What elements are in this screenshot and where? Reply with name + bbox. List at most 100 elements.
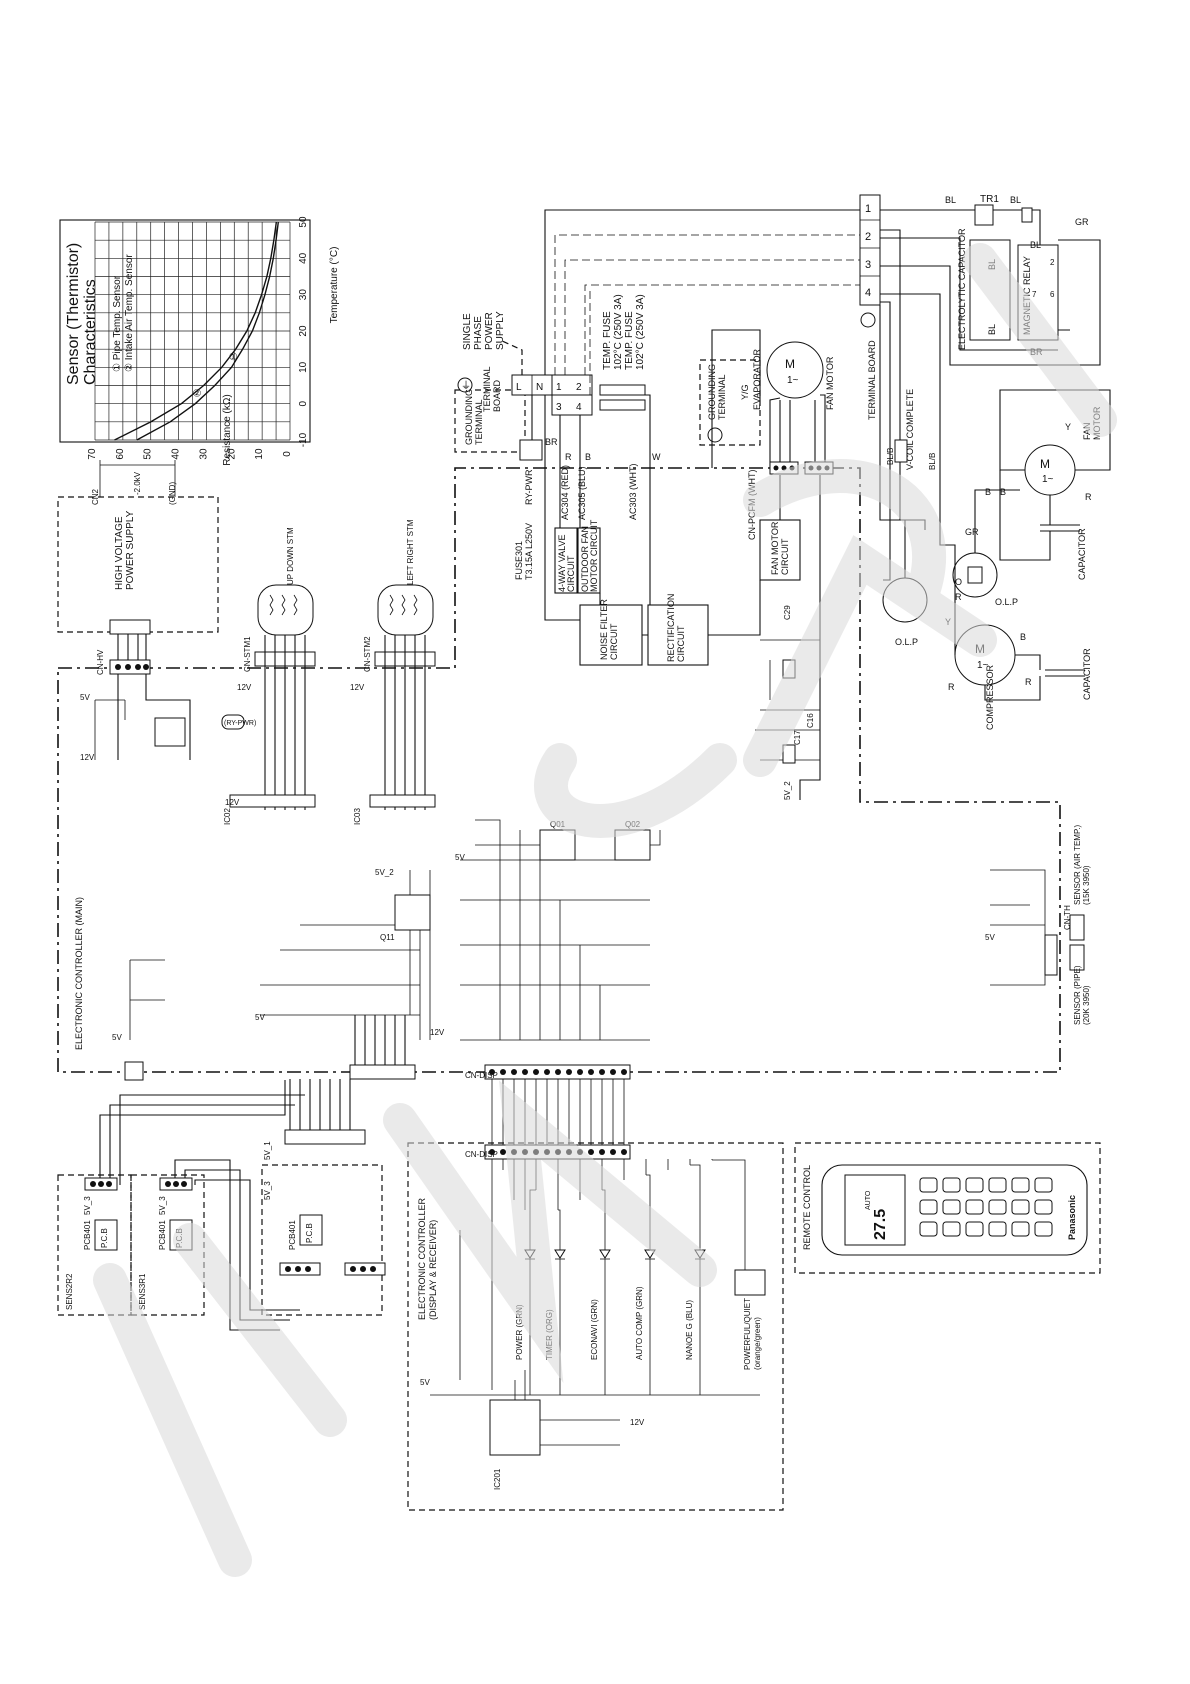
svg-text:5V_3: 5V_3: [83, 1196, 92, 1215]
chart-title-line1: Sensor (Thermistor): [65, 243, 82, 385]
x-tick-label: 20: [298, 325, 309, 337]
svg-text:PCB401: PCB401: [83, 1220, 92, 1250]
svg-text:W: W: [652, 452, 661, 462]
svg-text:4: 4: [865, 287, 871, 299]
svg-text:CIRCUIT: CIRCUIT: [566, 555, 576, 592]
outdoor-ground-icon: [860, 312, 876, 328]
led-label: NANOE G (BLU): [685, 1300, 694, 1360]
svg-text:R: R: [1085, 492, 1092, 502]
connector-pin: [588, 1069, 594, 1075]
connector-pin: [621, 1149, 627, 1155]
x-tick-label: 10: [298, 361, 309, 373]
remote-button: [1034, 1177, 1053, 1193]
svg-text:CIRCUIT: CIRCUIT: [609, 623, 619, 660]
chart-ylabel: Resistance (kΩ): [222, 394, 233, 465]
outdoor-fan-motor-icon: [1024, 444, 1076, 496]
up-down-stepper-motor: UP DOWN STM: [257, 527, 314, 636]
remote-control-box: [794, 1142, 1101, 1274]
outdoor-fan-motor-circuit: [577, 527, 601, 594]
connector-pin: [588, 1149, 594, 1155]
svg-text:2: 2: [865, 231, 871, 243]
svg-text:PCB401: PCB401: [158, 1220, 167, 1250]
svg-text:IC02: IC02: [223, 808, 232, 825]
connector-pin: [533, 1069, 539, 1075]
svg-text:CN-DISP: CN-DISP: [465, 1071, 498, 1080]
svg-text:BL: BL: [987, 324, 997, 335]
remote-brand: Panasonic: [1067, 1195, 1077, 1240]
svg-text:12V: 12V: [430, 1028, 445, 1037]
svg-text:TERMINAL BOARD: TERMINAL BOARD: [867, 340, 877, 420]
svg-text:POWERFUL/QUIET: POWERFUL/QUIET: [743, 1298, 752, 1370]
grounding-box-2: [699, 359, 761, 446]
svg-text:ELECTROLYTIC CAPACITOR: ELECTROLYTIC CAPACITOR: [957, 228, 967, 350]
remote-display: [844, 1174, 906, 1246]
watermark: [93, 243, 1117, 1577]
y-tick-label: 0: [282, 451, 293, 457]
svg-text:C17: C17: [793, 730, 802, 745]
remote-button: [919, 1177, 938, 1193]
noise-filter-circuit: [579, 604, 643, 666]
svg-text:5V: 5V: [455, 853, 465, 862]
cn-sens-sub-connector: [284, 1129, 366, 1145]
svg-text:COMPRESSOR: COMPRESSOR: [985, 664, 995, 730]
svg-text:102°C (250V 3A): 102°C (250V 3A): [635, 294, 646, 370]
svg-text:OUTDOOR FAN: OUTDOOR FAN: [580, 526, 590, 592]
svg-text:GROUNDING: GROUNDING: [464, 389, 474, 445]
ground-symbol-icon: [457, 377, 473, 393]
svg-text:GR: GR: [965, 527, 979, 537]
svg-text:2: 2: [576, 382, 582, 393]
input-terminal-board: L N 1 2 3 4 ⏚ GROUNDING TERMINAL TERMINA…: [457, 294, 646, 445]
svg-text:O: O: [955, 577, 962, 587]
x-tick-label: 50: [298, 216, 309, 228]
svg-text:M: M: [785, 357, 795, 371]
svg-text:CAPACITOR: CAPACITOR: [1082, 648, 1092, 700]
svg-text:IC201: IC201: [493, 1468, 502, 1490]
svg-text:FUSE301: FUSE301: [514, 541, 524, 580]
main-board-circuits: RY-PWR FUSE301 T3.15A L250V AC304 (RED) …: [80, 439, 821, 825]
svg-text:P.C.B: P.C.B: [100, 1228, 109, 1248]
svg-text:CN-TH: CN-TH: [1063, 905, 1072, 930]
ic02-driver: [229, 794, 316, 808]
connector-pin: [522, 1069, 528, 1075]
svg-text:R: R: [955, 592, 962, 602]
svg-text:CN-STM1: CN-STM1: [243, 636, 252, 672]
svg-text:12V: 12V: [350, 683, 365, 692]
svg-text:R: R: [1025, 677, 1032, 687]
connector-pin: [610, 1069, 616, 1075]
svg-text:Q11: Q11: [380, 933, 395, 942]
connector-pin: [599, 1149, 605, 1155]
svg-text:(DISPLAY & RECEIVER): (DISPLAY & RECEIVER): [428, 1220, 438, 1320]
svg-text:BL: BL: [945, 195, 956, 205]
led-label: POWER (GRN): [515, 1304, 524, 1360]
remote-button: [1034, 1221, 1053, 1237]
svg-text:SENS3R1: SENS3R1: [138, 1273, 147, 1310]
svg-text:R: R: [948, 682, 955, 692]
svg-text:LEFT RIGHT STM: LEFT RIGHT STM: [406, 519, 415, 585]
svg-text:12V: 12V: [630, 1418, 645, 1427]
svg-text:AC304 (RED): AC304 (RED): [560, 465, 570, 520]
chart-curves: [114, 221, 279, 441]
svg-text:⏚: ⏚: [461, 380, 471, 392]
q11-transistor: [394, 894, 431, 931]
remote-button: [919, 1221, 938, 1237]
connector-pin: [489, 1069, 495, 1075]
svg-text:SINGLE: SINGLE: [462, 313, 473, 350]
svg-text:T3.15A L250V: T3.15A L250V: [524, 523, 534, 580]
remote-button: [965, 1221, 984, 1237]
remote-button: [1011, 1221, 1030, 1237]
svg-text:C16: C16: [806, 713, 815, 728]
svg-text:POWER: POWER: [484, 312, 495, 350]
svg-text:1~: 1~: [977, 660, 989, 671]
svg-text:4-WAY VALVE: 4-WAY VALVE: [557, 534, 567, 592]
svg-text:P.C.B: P.C.B: [305, 1223, 314, 1243]
svg-text:FAN MOTOR: FAN MOTOR: [825, 356, 835, 410]
svg-text:O.L.P: O.L.P: [895, 637, 918, 647]
svg-text:AUTO: AUTO: [865, 1190, 872, 1210]
outdoor-terminal-board: [859, 194, 881, 306]
svg-text:BOARD: BOARD: [492, 379, 502, 412]
svg-text:BR: BR: [545, 437, 558, 447]
svg-text:-2.0kV: -2.0kV: [133, 471, 142, 495]
svg-text:RECTIFICATION: RECTIFICATION: [666, 594, 676, 662]
svg-text:5V: 5V: [80, 693, 90, 702]
